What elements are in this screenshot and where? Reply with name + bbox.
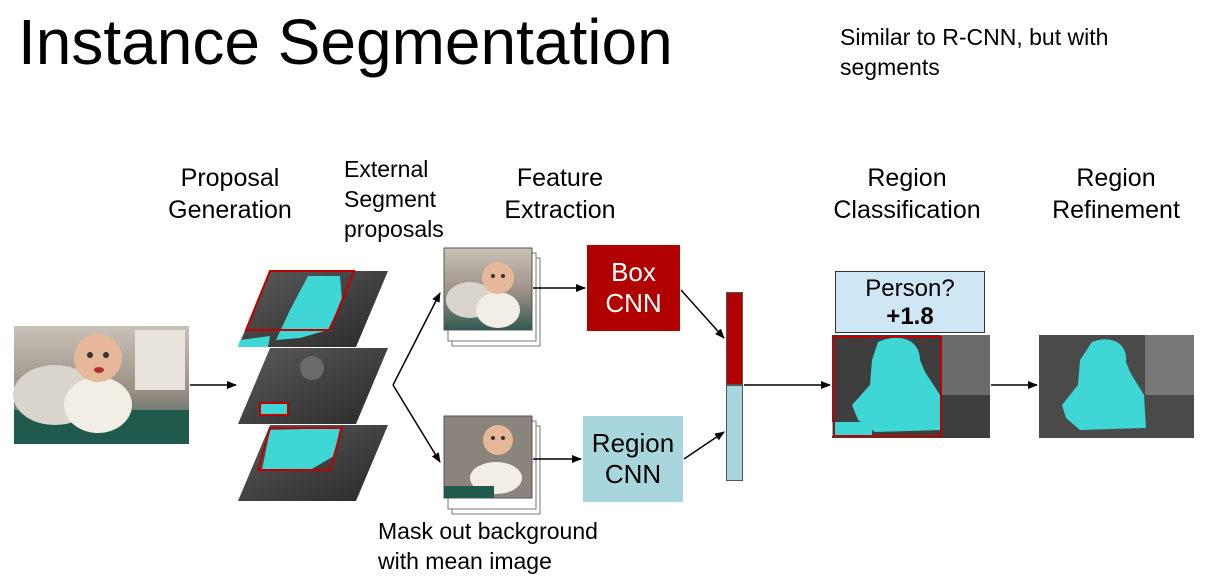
feature-bar-box-part bbox=[726, 292, 743, 385]
stage-label-line: External bbox=[344, 156, 429, 182]
slide-note: Similar to R-CNN, but with segments bbox=[840, 24, 1109, 80]
mask-caption: Mask out background with mean image bbox=[378, 516, 598, 576]
refinement-photo bbox=[1039, 335, 1194, 438]
caption-line: with mean image bbox=[378, 548, 552, 574]
box-cnn-label-line: Box bbox=[611, 257, 656, 287]
classification-photo bbox=[832, 335, 990, 438]
stage-label-line: Generation bbox=[168, 196, 292, 224]
region-cnn-label-line: Region bbox=[591, 428, 675, 458]
stage-label-line: Classification bbox=[833, 196, 981, 224]
region-cnn-label-line: CNN bbox=[604, 459, 662, 489]
feature-bar-region-part bbox=[726, 385, 743, 481]
stage-label-line: Region bbox=[1076, 164, 1156, 192]
flow-arrows bbox=[190, 284, 1038, 463]
stage-label-line: proposals bbox=[344, 216, 444, 242]
box-cnn-block: Box CNN bbox=[587, 245, 680, 331]
stage-label-line: Region bbox=[867, 164, 947, 192]
caption-line: Mask out background bbox=[378, 518, 598, 544]
stage-feature-extraction: Feature Extraction bbox=[494, 162, 626, 226]
region-cnn-block: Region CNN bbox=[583, 416, 683, 502]
slide-title: Instance Segmentation bbox=[18, 6, 673, 78]
input-photo bbox=[13, 326, 189, 444]
stage-region-refinement: Region Refinement bbox=[1044, 162, 1188, 226]
stage-label-line: Proposal bbox=[180, 164, 280, 192]
stage-label-line: Segment bbox=[344, 186, 437, 212]
stage-label-line: Feature bbox=[516, 164, 604, 192]
stage-proposal-generation: Proposal Generation bbox=[160, 162, 300, 226]
region-input-stack bbox=[443, 415, 541, 515]
box-input-stack bbox=[443, 247, 541, 347]
stage-external-segment-proposals: External Segment proposals bbox=[344, 154, 444, 244]
stage-label-line: Extraction bbox=[504, 196, 616, 224]
stage-label-line: Refinement bbox=[1052, 196, 1180, 224]
classification-label: Person? +1.8 bbox=[835, 271, 985, 333]
box-cnn-label-line: CNN bbox=[605, 288, 662, 318]
classification-score: +1.8 bbox=[886, 303, 934, 330]
classification-question: Person? bbox=[865, 275, 955, 302]
proposal-stack bbox=[238, 270, 388, 501]
stage-region-classification: Region Classification bbox=[826, 162, 988, 226]
